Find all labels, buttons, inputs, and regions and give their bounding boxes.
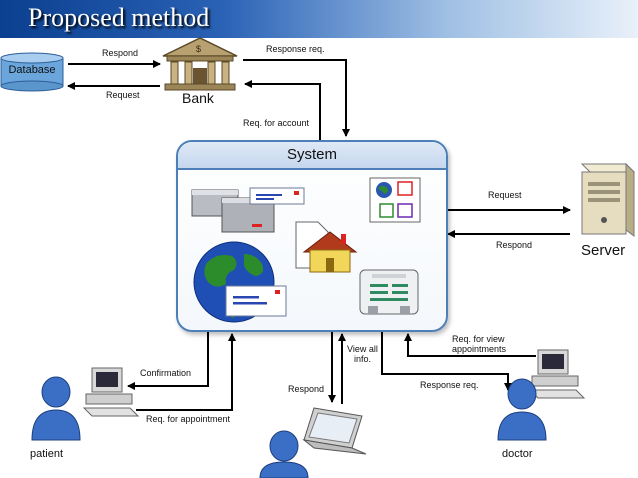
doctor-computer-icon bbox=[528, 349, 586, 399]
arrow-req-for-view bbox=[404, 333, 536, 357]
doctor-person-icon bbox=[497, 378, 547, 441]
edge-label-response-req-doctor: Response req. bbox=[420, 380, 479, 390]
server-label: Server bbox=[581, 242, 626, 259]
user-person-icon bbox=[259, 430, 309, 478]
bank-label: Bank bbox=[182, 90, 214, 106]
edge-label-view-all-1: View all bbox=[347, 344, 378, 354]
mail-card-icon bbox=[225, 285, 287, 317]
edge-label-respond-bottom: Respond bbox=[288, 384, 325, 394]
bank-icon: $ bbox=[162, 37, 238, 91]
document-card-icon bbox=[249, 187, 305, 205]
edge-label-server-request: Request bbox=[488, 190, 522, 200]
laptop-icon bbox=[302, 407, 367, 455]
system-contents bbox=[191, 177, 421, 323]
edge-label-req-for-view-2: appointments bbox=[452, 344, 507, 354]
patient-person-icon bbox=[31, 376, 81, 441]
patient-computer-icon bbox=[82, 367, 140, 417]
system-title: System bbox=[178, 142, 446, 170]
server-rack-icon bbox=[191, 189, 275, 233]
edge-label-server-respond: Respond bbox=[496, 240, 533, 250]
database-label: Database bbox=[8, 64, 56, 76]
edge-label-db-request: Request bbox=[106, 90, 140, 100]
arrow-req-for-account bbox=[244, 80, 321, 140]
server-icon bbox=[580, 162, 636, 237]
gallery-icon bbox=[369, 177, 421, 223]
arrow-req-for-appointment bbox=[136, 333, 236, 411]
edge-label-req-for-account: Req. for account bbox=[243, 118, 310, 128]
edge-label-req-for-appointment: Req. for appointment bbox=[146, 414, 231, 424]
arrow-response-req-doctor bbox=[381, 330, 512, 391]
edge-label-req-for-view-1: Req. for view bbox=[452, 334, 505, 344]
arrow-confirmation bbox=[127, 330, 209, 390]
doctor-label: doctor bbox=[502, 448, 533, 460]
page-title: Proposed method bbox=[28, 3, 210, 32]
edge-label-bank-respond: Respond bbox=[102, 48, 139, 58]
svg-text:$: $ bbox=[196, 44, 201, 54]
terminal-icon bbox=[359, 269, 419, 315]
title-bar: Proposed method bbox=[0, 0, 638, 38]
patient-label: patient bbox=[30, 448, 64, 460]
database-node: Database bbox=[0, 52, 64, 92]
arrow-bank-response-req bbox=[243, 59, 350, 137]
edge-label-response-req: Response req. bbox=[266, 44, 325, 54]
edge-label-view-all-2: info. bbox=[354, 354, 372, 364]
edge-label-confirmation: Confirmation bbox=[140, 368, 192, 378]
system-node: System bbox=[176, 140, 448, 332]
home-document-icon bbox=[295, 221, 358, 273]
